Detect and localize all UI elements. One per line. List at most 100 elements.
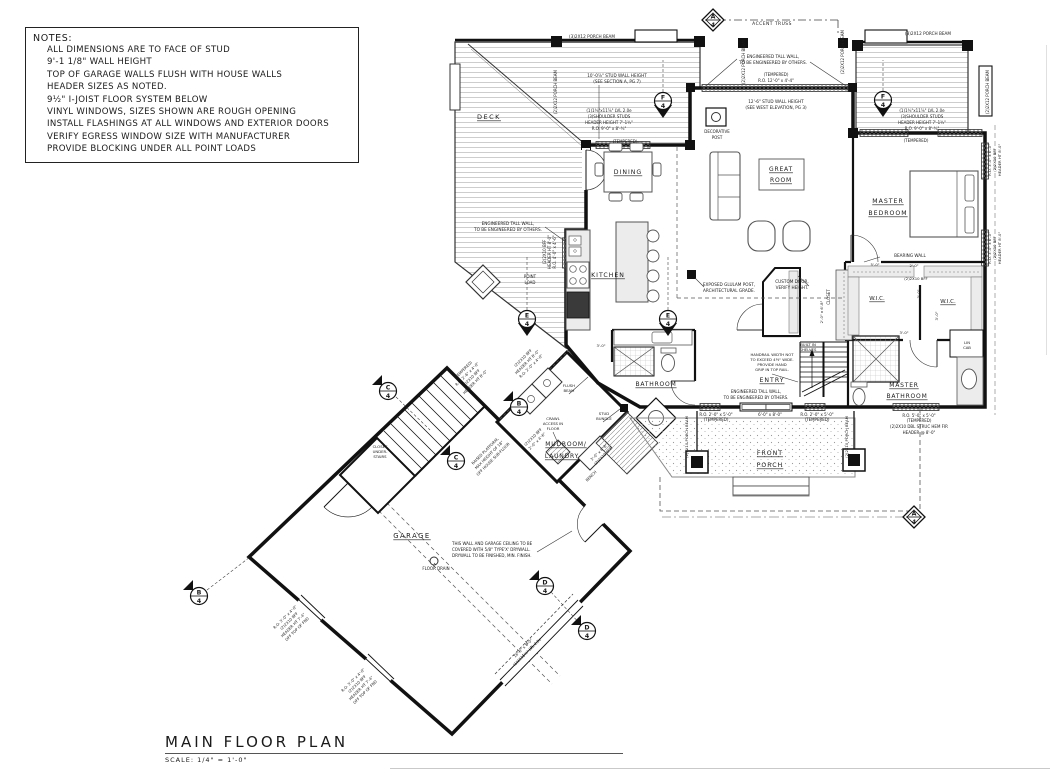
- svg-text:4: 4: [711, 22, 716, 29]
- plan-label: (TEMPERED): [907, 418, 932, 423]
- plan-label: BATHROOM: [635, 381, 676, 388]
- plan-label: TO BE ENGINEERED BY OTHERS.: [473, 227, 542, 232]
- plan-label: MASTER: [889, 382, 919, 389]
- front-door: [739, 402, 793, 412]
- plan-label: FLUSH: [563, 383, 575, 388]
- svg-text:4: 4: [585, 633, 590, 640]
- plan-label: 10'-0⅞" STUD WALL HEIGHT: [587, 73, 647, 78]
- svg-text:B: B: [517, 401, 522, 408]
- plan-label: (TEMPERED): [613, 139, 638, 144]
- section-marker-f-4: F4: [873, 90, 893, 117]
- plan-label: (1)1¾"x11⅞" LVL 2.0e: [899, 108, 945, 113]
- plan-label: LOAD: [525, 280, 536, 285]
- plan-label: POST: [712, 135, 723, 140]
- svg-text:4: 4: [912, 519, 917, 526]
- plan-label: DRYWALL TO BE FINISHED, MIN. FINISH.: [452, 553, 532, 558]
- stool: [646, 249, 660, 263]
- plan-label: CRAWL: [546, 416, 560, 421]
- svg-text:D: D: [542, 580, 547, 587]
- section-marker-f-4: F4: [653, 91, 673, 118]
- svg-text:4: 4: [881, 102, 886, 109]
- plan-label: TO BE ENGINEERED BY OTHERS.: [723, 395, 789, 400]
- stud-bundle-post: [620, 404, 628, 412]
- deck-post: [465, 264, 501, 300]
- furniture: [594, 142, 979, 252]
- svg-text:F: F: [661, 95, 665, 102]
- plan-label: (2)2X10 BFF: [542, 239, 547, 264]
- closet-door-arc: [323, 506, 373, 518]
- svg-text:4: 4: [386, 393, 391, 400]
- plan-label: SHELVES: [800, 347, 817, 352]
- plan-label: R.O. 12'-0" x 4'-4": [758, 78, 794, 83]
- kitchen-sink: [568, 235, 582, 246]
- note-line: PROVIDE BLOCKING UNDER ALL POINT LOADS: [47, 144, 257, 155]
- plan-label: 5'-0": [871, 262, 880, 267]
- plan-label: R.O. 4'-0" x 4'-6": [552, 235, 557, 268]
- plan-label: STAIRS: [373, 454, 387, 459]
- notes-box: NOTES: ALL DIMENSIONS ARE TO FACE OF STU…: [25, 27, 359, 163]
- linen-cabinet: [949, 329, 984, 358]
- svg-text:C: C: [454, 455, 459, 462]
- svg-text:4: 4: [525, 321, 530, 328]
- drawing-title: MAIN FLOOR PLAN: [165, 733, 623, 754]
- armchair: [782, 220, 811, 252]
- svg-text:4: 4: [517, 409, 522, 416]
- svg-text:C: C: [386, 385, 391, 392]
- plan-label: (TEMPERED): [764, 72, 789, 77]
- plan-label: (2)2X10 BFF: [992, 236, 997, 259]
- stairs-garage: [323, 367, 486, 518]
- plan-label: ENGINEERED TALL WALL,: [747, 54, 800, 59]
- plan-label: PROVIDE HAND: [757, 362, 786, 367]
- plan-label: (3)SHOULDER STUDS: [901, 114, 944, 119]
- plan-label: (2)2X12 PORCH BEAM: [553, 69, 558, 114]
- section-marker-a-4: A4: [701, 8, 725, 32]
- dryer: [531, 367, 563, 399]
- note-line: TOP OF GARAGE WALLS FLUSH WITH HOUSE WAL…: [47, 69, 283, 80]
- plan-label: KITCHEN: [591, 272, 625, 279]
- plan-label: POINT: [524, 274, 537, 279]
- section-marker-e-4: E4: [517, 309, 537, 336]
- plan-label: CLOSET: [373, 444, 388, 449]
- plan-label: W.I.C.: [869, 296, 885, 302]
- kitchen-island: [615, 221, 649, 303]
- plan-label: EXPOSED GLULAM POST,: [703, 282, 755, 287]
- porch-step: [732, 476, 810, 487]
- plan-label: 6'-0" x 8'-0": [758, 412, 782, 417]
- plan-label: R.O. 2'-0" x 5'-0": [800, 412, 833, 417]
- plan-label: ACCENT TRUSS: [752, 21, 792, 27]
- plan-label: BATHROOM: [886, 393, 927, 400]
- kitchen-details: [565, 221, 660, 331]
- plan-label: MASTER: [872, 198, 904, 205]
- plan-label: BEDROOM: [868, 210, 907, 217]
- plan-label: (3)2X12 PORCH BEAM: [905, 31, 951, 36]
- section-marker-a-4: A4: [902, 505, 926, 529]
- plan-label: BUNDLE: [596, 416, 612, 421]
- plan-label: R.O. 3'-0" x 6'-0": [987, 232, 992, 264]
- master-bath-fixtures: [850, 329, 984, 406]
- stairs-entry: [799, 341, 848, 397]
- plan-label: BENCH: [584, 469, 597, 482]
- plan-label: (SEE SECTION A, PG 7): [593, 79, 641, 84]
- stool: [646, 229, 660, 243]
- drawing-scale: SCALE: 1/4" = 1'-0": [165, 756, 248, 764]
- note-line: INSTALL FLASHINGS AT ALL WINDOWS AND EXT…: [47, 119, 329, 130]
- plan-label: (2)2X10 BFF: [904, 276, 927, 281]
- section-marker-c-4: C4: [372, 375, 398, 401]
- plan-label: GREAT: [769, 166, 793, 173]
- svg-text:4: 4: [661, 103, 666, 110]
- glulam-post: [687, 270, 696, 279]
- plan-label: VERIFY HEIGHT.: [776, 285, 809, 290]
- plan-label: (TEMPERED): [704, 417, 729, 422]
- plan-label: THIS WALL AND GARAGE CEILING TO BE: [451, 541, 533, 546]
- plan-label: FLOOR: [547, 426, 560, 431]
- plan-label: CAB: [963, 345, 971, 350]
- plan-label: (TEMPERED): [805, 417, 830, 422]
- plan-label: ENGINEERED TALL WALL,: [482, 221, 535, 226]
- refrigerator: [566, 291, 590, 319]
- plan-label: (2)2X10 PORCH BEAM: [684, 416, 689, 458]
- plan-label: R.O. 2'-0" x 5'-0": [699, 412, 732, 417]
- porch-step: [732, 485, 810, 496]
- plan-label: BUILT IN: [800, 342, 816, 347]
- note-line: ALL DIMENSIONS ARE TO FACE OF STUD: [47, 45, 231, 55]
